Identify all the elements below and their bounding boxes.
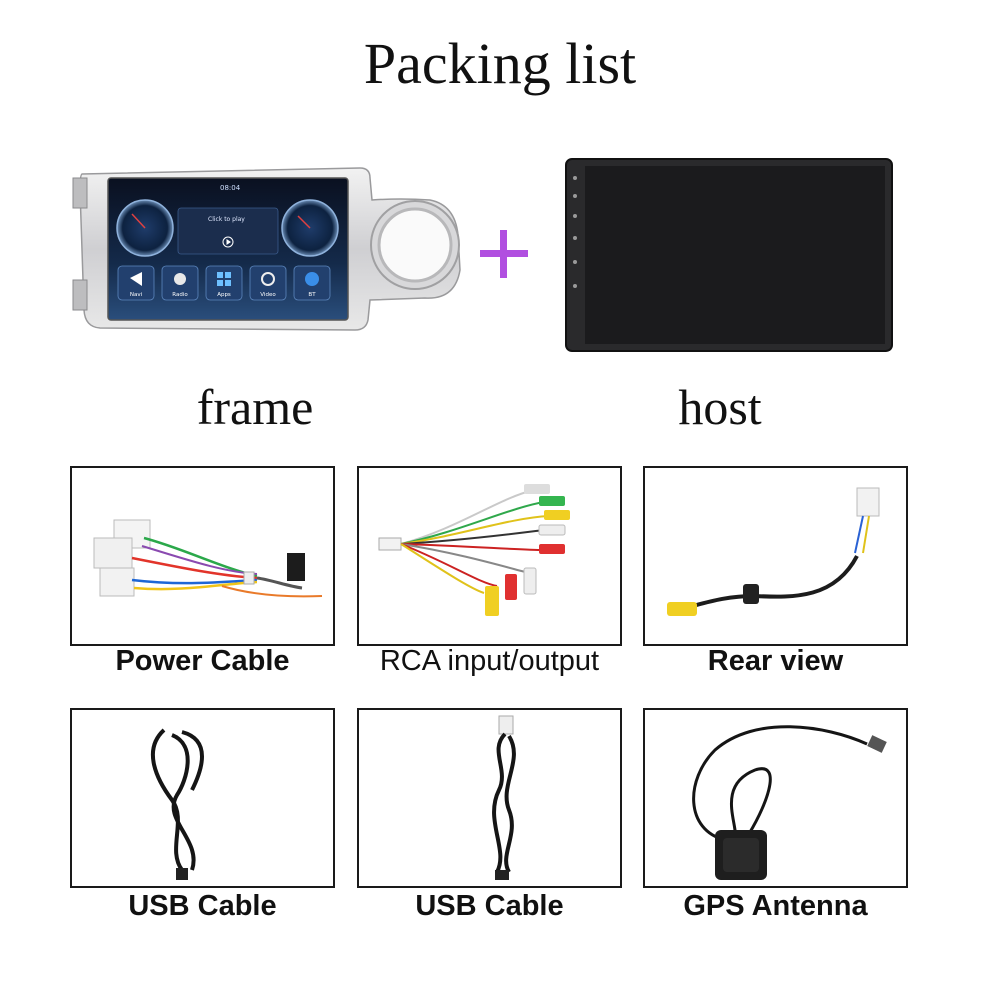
clock-text: 08:04 <box>220 184 241 192</box>
item-label-power-cable: Power Cable <box>115 645 290 677</box>
item-box-usb-cable-1 <box>70 708 335 888</box>
usb-cable-icon <box>150 728 204 880</box>
app-tiles: Navi Radio Apps Video BT <box>117 265 331 301</box>
item-label-usb-cable-1: USB Cable <box>128 890 277 922</box>
item-box-gps-antenna <box>643 708 908 888</box>
video-icon <box>261 272 275 286</box>
page-title: Packing list <box>363 31 637 96</box>
app-label-apps: Apps <box>217 292 231 298</box>
item-label-gps-antenna: GPS Antenna <box>683 890 868 922</box>
host-image <box>565 158 893 352</box>
usb-cable-icon <box>492 715 516 880</box>
item-box-rca <box>357 466 622 646</box>
app-label-navi: Navi <box>130 292 143 298</box>
rear-view-cable-icon <box>667 487 880 616</box>
plus-icon <box>478 228 530 280</box>
item-box-usb-cable-2 <box>357 708 622 888</box>
item-label-usb-cable-2: USB Cable <box>415 890 564 922</box>
frame-label: frame <box>196 379 314 435</box>
item-box-power-cable <box>70 466 335 646</box>
item-label-rca: RCA input/output <box>379 645 600 677</box>
rca-cable-icon <box>378 484 570 616</box>
gps-antenna-icon <box>692 725 887 880</box>
apps-grid-icon <box>217 272 231 286</box>
app-label-video: Video <box>260 292 276 298</box>
bluetooth-icon <box>305 272 319 286</box>
frame-image: 08:04 Click to play Navi Radio <box>70 160 470 335</box>
power-cable-icon <box>93 519 323 598</box>
navigation-icon <box>130 272 142 286</box>
host-label: host <box>678 379 762 435</box>
item-box-rear-view <box>643 466 908 646</box>
media-text: Click to play <box>208 216 245 223</box>
radio-icon <box>174 273 186 285</box>
item-label-rear-view: Rear view <box>707 645 844 677</box>
app-label-radio: Radio <box>172 292 188 298</box>
app-label-bt: BT <box>308 292 316 298</box>
